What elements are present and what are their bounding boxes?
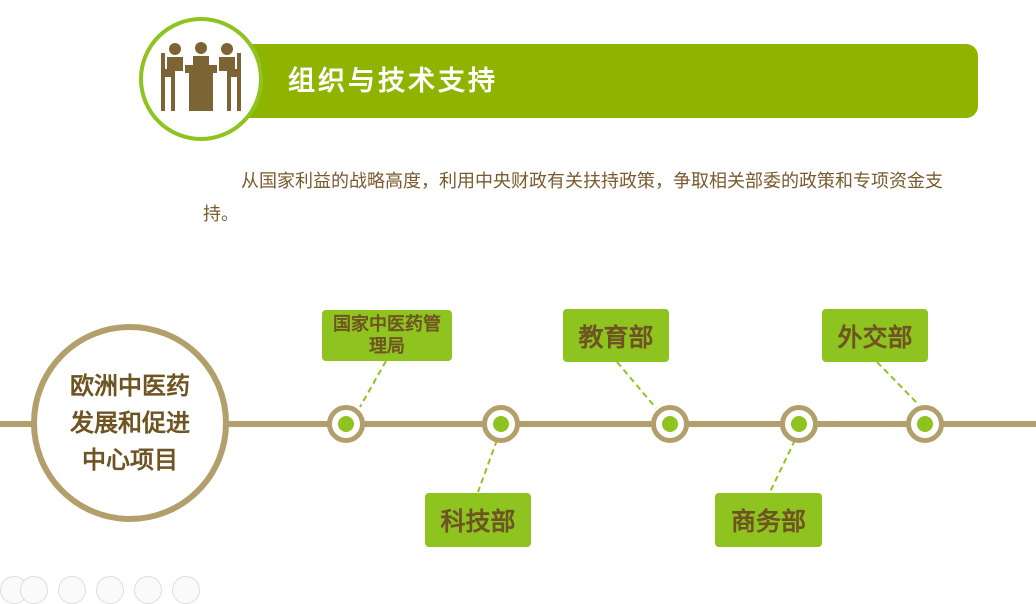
timeline-node-most (482, 405, 520, 443)
toolbar-stub-5 (134, 576, 162, 604)
hub-label: 欧洲中医药发展和促进中心项目 (70, 371, 190, 474)
department-tag-satcm: 国家中医药管理局 (322, 310, 452, 361)
department-tag-mofcom: 商务部 (715, 493, 822, 547)
connector-mfa (876, 361, 919, 405)
timeline-node-mfa (906, 405, 944, 443)
department-tag-most: 科技部 (425, 493, 531, 547)
toolbar-stub-4 (96, 576, 124, 604)
meeting-people-icon (161, 42, 241, 111)
intro-paragraph: 从国家利益的战略高度，利用中央财政有关扶持政策，争取相关部委的政策和专项资金支持… (203, 171, 943, 225)
connector-most (477, 439, 498, 493)
toolbar-stub-6 (172, 576, 200, 604)
toolbar-stub-3 (58, 576, 86, 604)
department-tag-moe: 教育部 (563, 309, 669, 362)
timeline-node-satcm (327, 405, 365, 443)
connector-mofcom (769, 439, 796, 493)
toolbar-stub-2 (20, 576, 48, 604)
section-title: 组织与技术支持 (288, 66, 498, 97)
timeline-node-moe (651, 405, 689, 443)
timeline-node-mofcom (780, 405, 818, 443)
hub-circle: 欧洲中医药发展和促进中心项目 (31, 324, 229, 522)
header-icon-badge (139, 17, 263, 141)
section-header-banner (200, 44, 978, 118)
department-tag-mfa: 外交部 (822, 309, 928, 362)
connector-moe (616, 361, 657, 409)
connector-satcm (359, 360, 387, 408)
